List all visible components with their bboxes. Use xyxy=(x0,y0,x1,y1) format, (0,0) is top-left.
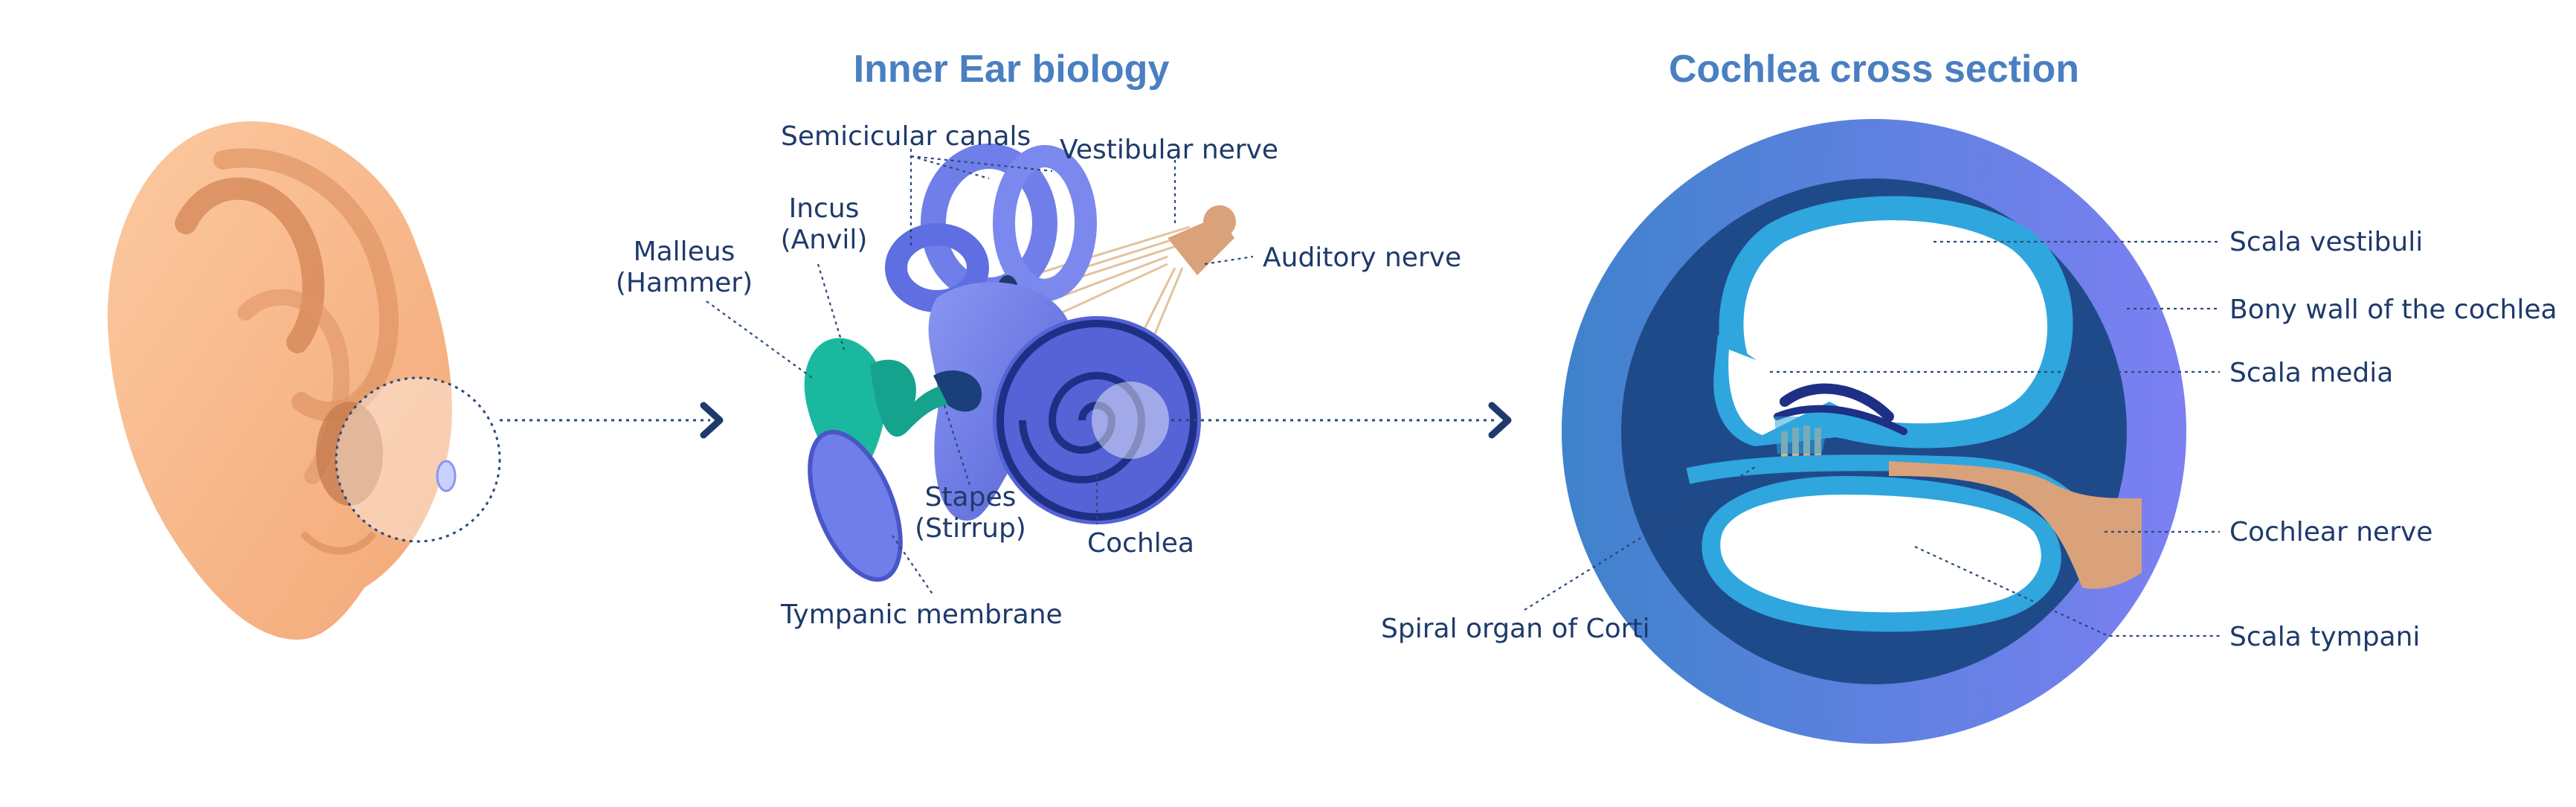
label-stapes-alias: (Stirrup) xyxy=(915,513,1026,544)
cochlea-labels: Scala vestibuli Bony wall of the cochlea… xyxy=(1381,227,2557,652)
label-spiral-organ-of-corti: Spiral organ of Corti xyxy=(1381,614,1650,644)
incus-bone xyxy=(870,359,967,437)
label-scala-tympani: Scala tympani xyxy=(2229,622,2420,652)
stapes-bone xyxy=(933,370,982,412)
inner-ear-leader-lines xyxy=(706,149,1254,596)
inner-ear-title: Inner Ear biology xyxy=(854,48,1170,91)
tympanic-membrane-shape xyxy=(808,429,903,582)
cochlea-cross-section-illustration xyxy=(1562,119,2186,744)
label-incus: Incus xyxy=(789,193,860,224)
label-incus-alias: (Anvil) xyxy=(781,225,868,255)
label-auditory-nerve: Auditory nerve xyxy=(1263,242,1461,273)
cochlea-section-title: Cochlea cross section xyxy=(1669,48,2079,91)
inner-ear-labels: Semicicular canals Vestibular nerve Audi… xyxy=(616,121,1461,630)
label-malleus-alias: (Hammer) xyxy=(616,268,753,298)
connector-arrow-2 xyxy=(1171,402,1512,439)
label-cochlear-nerve: Cochlear nerve xyxy=(2229,517,2432,547)
label-semicircular-canals: Semicicular canals xyxy=(781,121,1031,152)
label-scala-vestibuli: Scala vestibuli xyxy=(2229,227,2423,257)
label-cochlea: Cochlea xyxy=(1087,528,1194,559)
ear-canal-highlight-circle xyxy=(336,378,500,541)
cochlear-nerve-shape xyxy=(1889,461,2142,589)
label-bony-wall: Bony wall of the cochlea xyxy=(2229,295,2557,325)
label-malleus: Malleus xyxy=(634,237,735,267)
connector-arrow-1 xyxy=(500,402,724,439)
cochlea-leader-lines xyxy=(1524,240,2220,637)
label-stapes: Stapes xyxy=(925,482,1017,512)
chevron-right-icon xyxy=(700,402,724,439)
chevron-right-icon xyxy=(1488,402,1512,439)
label-vestibular-nerve: Vestibular nerve xyxy=(1060,135,1278,165)
label-tympanic-membrane: Tympanic membrane xyxy=(780,599,1063,630)
label-scala-media: Scala media xyxy=(2229,358,2393,388)
outer-ear-illustration xyxy=(107,121,501,640)
